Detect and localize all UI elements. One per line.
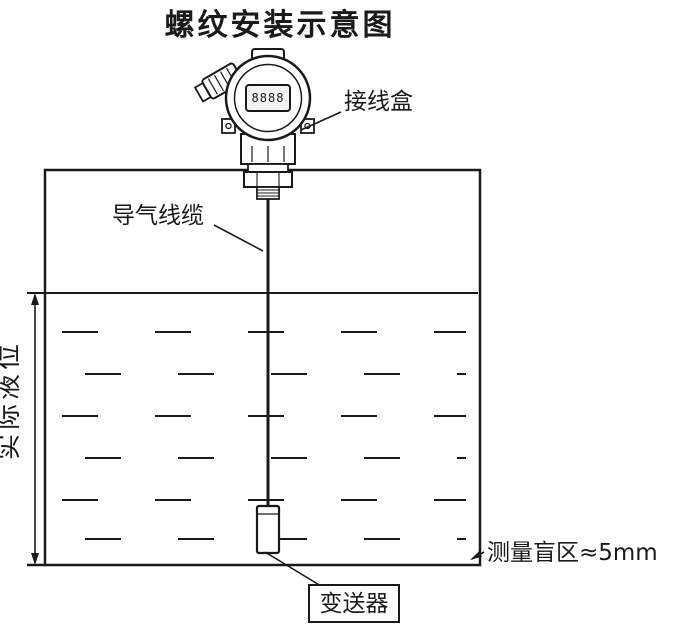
transmitter-leader — [264, 551, 322, 587]
side-lug-left — [221, 118, 236, 134]
actual-level-label: 实际液位 — [0, 340, 24, 460]
housing-inner-ring — [233, 63, 303, 133]
lug-screw-left — [225, 122, 232, 130]
junction-box-leader — [300, 111, 342, 131]
diagram-title: 螺纹安装示意图 — [165, 8, 396, 43]
transmitter-label: 变送器 — [320, 591, 389, 617]
transmitter-label-box — [308, 584, 400, 623]
gland-rib — [213, 74, 224, 92]
dimension-arrow-down — [31, 553, 39, 565]
lcd-display — [245, 84, 291, 112]
lcd-value: 8888 — [252, 91, 285, 105]
blind-zone-label: 测量盲区≈5mm — [487, 540, 658, 566]
transmitter-head: 8888 — [193, 48, 315, 200]
blind-zone-arrowhead — [470, 551, 482, 560]
side-lug-right — [300, 118, 315, 134]
air-cable-label: 导气线缆 — [112, 203, 204, 229]
dimension-arrow-up — [31, 293, 39, 305]
junction-box-label: 接线盒 — [344, 89, 413, 115]
gland-rib — [207, 78, 218, 95]
mounting-flange — [247, 163, 289, 173]
air-cable-leader — [213, 224, 264, 252]
probe-transmitter — [255, 504, 281, 555]
hex-nut — [243, 171, 293, 188]
